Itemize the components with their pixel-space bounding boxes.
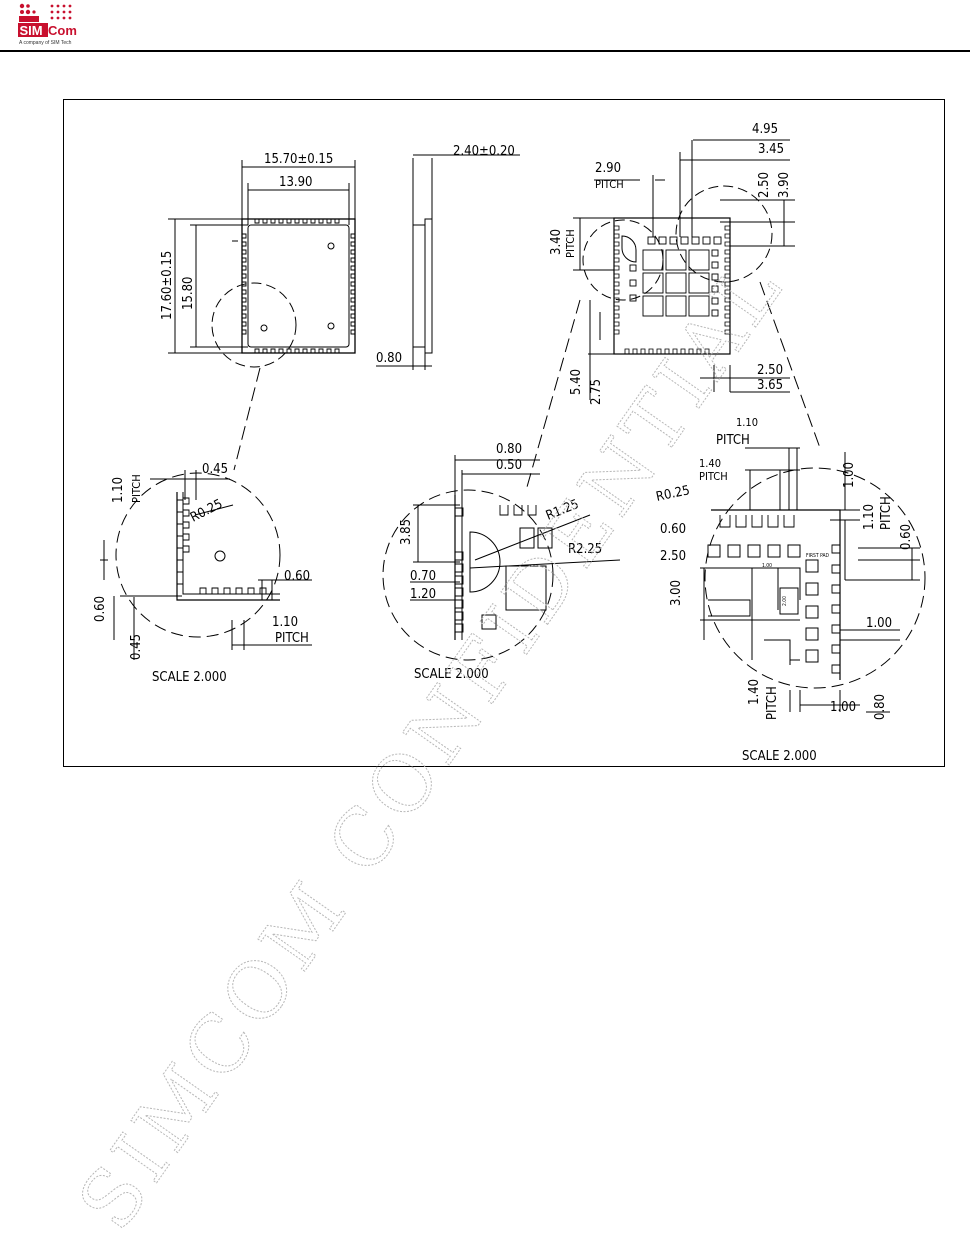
side-view — [376, 154, 520, 370]
detail-c-060r: 0.60 — [899, 524, 914, 550]
top-view — [168, 160, 356, 368]
page-header: SIM Com A company of SIM Tech — [0, 0, 970, 52]
simcom-logo: SIM Com A company of SIM Tech — [18, 3, 77, 46]
detail-b-120: 1.20 — [410, 587, 436, 602]
dimension-labels: 15.70±0.15 13.90 17.60±0.15 15.80 2.40±0… — [93, 122, 914, 764]
detail-a-pitch: PITCH — [130, 474, 143, 503]
detail-a-pitch-b: PITCH — [275, 631, 309, 646]
detail-b-080: 0.80 — [496, 442, 522, 457]
dim-top-width: 15.70±0.15 — [264, 152, 333, 167]
detail-a-060: 0.60 — [284, 569, 310, 584]
drawing-frame — [63, 99, 945, 767]
detail-c-300: 3.00 — [669, 580, 684, 606]
detail-c-pitch-b: PITCH — [765, 686, 780, 720]
dim-390: 3.90 — [777, 172, 792, 198]
detail-a-045b: 0.45 — [129, 634, 144, 660]
dim-290-pitch: PITCH — [595, 178, 624, 191]
logo-dot-grid — [19, 3, 39, 22]
detail-b-385: 3.85 — [399, 519, 414, 545]
detail-b-050: 0.50 — [496, 458, 522, 473]
detail-c-pitch-s: PITCH — [699, 470, 728, 483]
detail-c-140: 1.40 — [699, 457, 721, 470]
detail-c-pitch-r: PITCH — [879, 496, 894, 530]
detail-c-140b: 1.40 — [747, 679, 762, 705]
detail-a-045: 0.45 — [202, 462, 228, 477]
detail-a-r025: R0.25 — [188, 497, 225, 526]
detail-a — [100, 367, 312, 660]
detail-b-scale: SCALE 2.000 — [414, 667, 489, 682]
detail-c-110r: 1.10 — [862, 504, 877, 530]
dim-250: 2.50 — [757, 172, 772, 198]
svg-text:Com: Com — [48, 23, 77, 38]
detail-c-t200: 2.00 — [782, 596, 788, 606]
dim-top-height: 17.60±0.15 — [160, 251, 175, 320]
svg-text:A company of SIM Tech: A company of SIM Tech — [19, 40, 72, 46]
confidential-watermark: SIMCOM CONFIDENTIAL — [62, 242, 802, 1239]
detail-c — [700, 447, 926, 713]
detail-c-t100: 1.00 — [762, 563, 772, 569]
dim-side-pcb: 0.80 — [376, 351, 402, 366]
detail-b-r225: R2.25 — [568, 542, 602, 557]
detail-c-r025: R0.25 — [655, 483, 692, 505]
detail-b — [382, 455, 621, 661]
dim-275: 2.75 — [589, 379, 604, 405]
dim-top-inner-width: 13.90 — [279, 175, 312, 190]
dim-365: 3.65 — [757, 378, 783, 393]
detail-c-110: 1.10 — [736, 416, 758, 429]
svg-text:SIM: SIM — [20, 23, 43, 38]
detail-c-060: 0.60 — [660, 522, 686, 537]
dim-495: 4.95 — [752, 122, 778, 137]
dim-340: 3.40 — [549, 229, 564, 255]
detail-c-250: 2.50 — [660, 549, 686, 564]
detail-b-070: 0.70 — [410, 569, 436, 584]
bottom-view — [526, 139, 821, 488]
detail-c-pitch: PITCH — [716, 433, 750, 448]
detail-c-100b: 1.00 — [830, 700, 856, 715]
dim-540: 5.40 — [569, 369, 584, 395]
dim-side-thickness: 2.40±0.20 — [453, 144, 515, 159]
dim-top-inner-height: 15.80 — [181, 277, 196, 310]
dim-250b: 2.50 — [757, 363, 783, 378]
dim-345: 3.45 — [758, 142, 784, 157]
header-rule — [0, 50, 970, 52]
detail-c-scale: SCALE 2.000 — [742, 749, 817, 764]
detail-a-pitch-value: 1.10 — [111, 477, 126, 503]
detail-a-110: 1.10 — [272, 615, 298, 630]
detail-c-first-pad: FIRST PAD — [806, 553, 830, 559]
detail-a-060b: 0.60 — [93, 596, 108, 622]
detail-a-scale: SCALE 2.000 — [152, 670, 227, 685]
detail-c-100a: 1.00 — [842, 462, 857, 488]
dim-290: 2.90 — [595, 161, 621, 176]
detail-c-080b: 0.80 — [873, 694, 888, 720]
detail-c-100r: 1.00 — [866, 616, 892, 631]
dim-340-pitch: PITCH — [564, 229, 577, 258]
